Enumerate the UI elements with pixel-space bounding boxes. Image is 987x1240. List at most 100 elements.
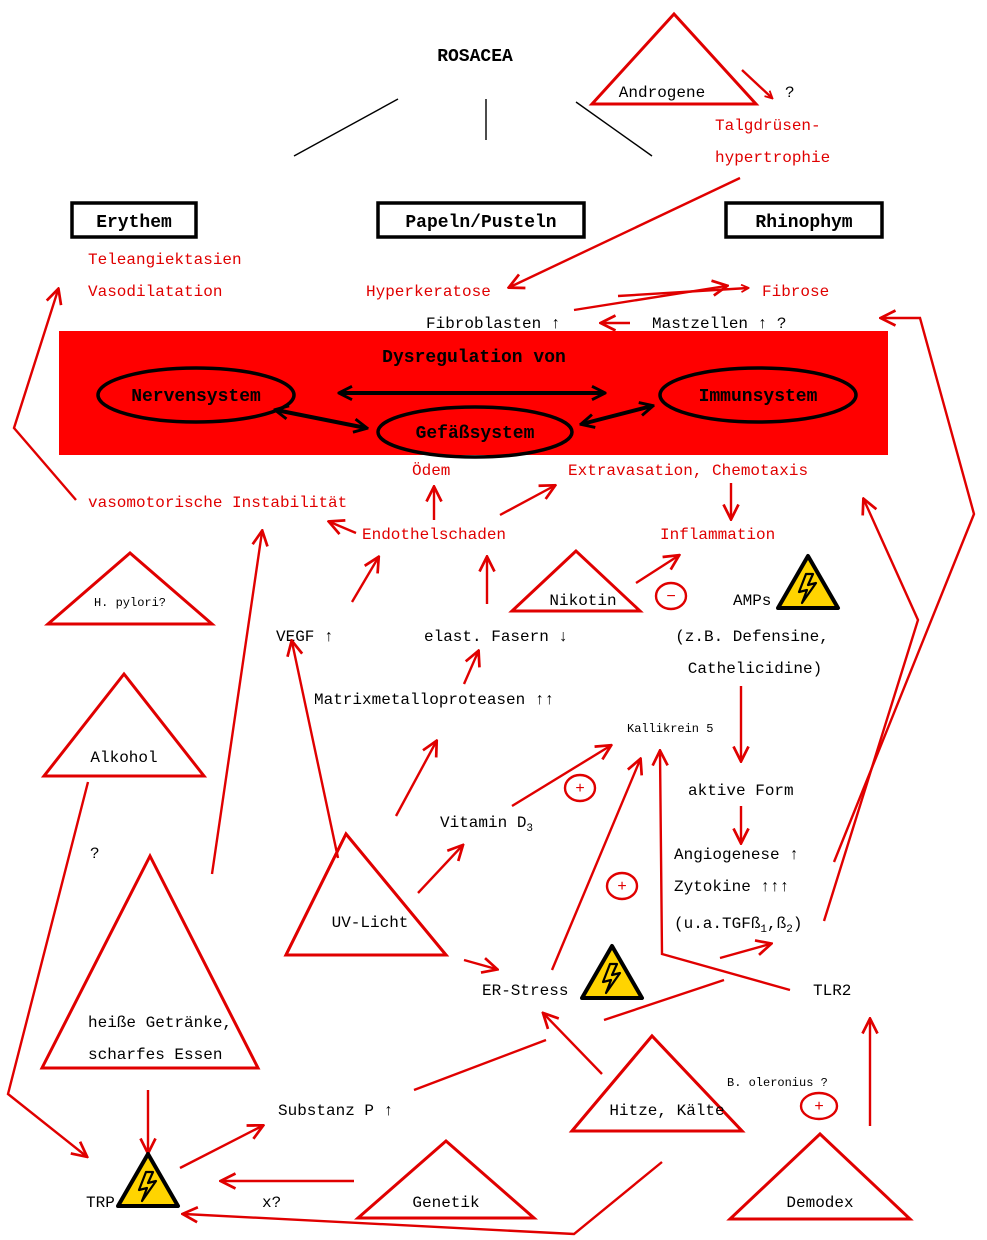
amps-label: AMPs	[733, 592, 771, 610]
arrow-alkohol-trp	[6, 781, 88, 1156]
arrow-hitze-trp	[184, 1161, 663, 1236]
x-question-label: x?	[262, 1194, 281, 1212]
heisse-getraenke-label-1: heiße Getränke,	[88, 1014, 232, 1032]
androgene-label: Androgene	[619, 84, 705, 102]
vasodilatation-label: Vasodilatation	[88, 283, 222, 301]
dysregulation-title: Dysregulation von	[382, 348, 566, 368]
gefaessystem-ellipse	[376, 405, 574, 459]
teleangiektasien-label: Teleangiektasien	[88, 251, 242, 269]
papeln-label: Papeln/Pusteln	[405, 213, 556, 233]
vitamin-d-label: Vitamin D3	[440, 814, 533, 835]
arrow-to-tgf	[719, 944, 770, 960]
extravasation-label: Extravasation, Chemotaxis	[568, 462, 808, 480]
h-pylori-triangle	[43, 551, 217, 626]
tgf-suffix: )	[793, 915, 803, 933]
tlr2-label: TLR2	[813, 982, 851, 1000]
line-substanz-up	[413, 1038, 547, 1092]
arrow-uv-mmp	[394, 742, 436, 817]
arrow-endothel-extravasation	[499, 486, 554, 517]
arrow-uv-vitd	[417, 846, 462, 894]
immunsystem-ellipse	[658, 366, 858, 424]
alkohol-label: Alkohol	[90, 749, 157, 767]
plus-sign-er: +	[617, 878, 627, 896]
talgdruesen-label-2: hypertrophie	[715, 149, 830, 167]
arrow-androgene-talg	[741, 69, 772, 98]
zytokine-label: Zytokine ↑↑↑	[674, 878, 789, 896]
erythem-box	[70, 201, 198, 239]
substanz-p-label: Substanz P ↑	[278, 1102, 393, 1120]
nikotin-label: Nikotin	[549, 592, 616, 610]
nervensystem-ellipse	[96, 366, 296, 424]
warning-lightning-icon	[580, 944, 644, 1000]
aktive-form-label: aktive Form	[688, 782, 794, 800]
arrow-uv-er	[463, 960, 496, 969]
nervensystem-label: Nervensystem	[131, 387, 261, 407]
minus-circle	[654, 581, 688, 611]
plus-sign-vitd: +	[575, 780, 585, 798]
arrow-vasomotorisch-vasodilatation	[12, 290, 77, 501]
mastzellen-label: Mastzellen ↑ ?	[652, 315, 786, 333]
trp-label: TRP	[86, 1194, 115, 1212]
tgf-mid: ,ß	[767, 915, 787, 933]
vegf-label: VEGF ↑	[276, 628, 334, 646]
fibroblasten-label: Fibroblasten ↑	[426, 315, 560, 333]
gefaessystem-label: Gefäßsystem	[416, 424, 535, 444]
alkohol-question: ?	[90, 845, 100, 863]
warning-lightning-icon	[776, 554, 840, 610]
kallikrein-label: Kallikrein 5	[627, 722, 713, 736]
plus-circle-er	[605, 871, 639, 901]
branch-line-erythem	[293, 98, 399, 157]
vitamin-d-subscript: 3	[526, 823, 533, 835]
uv-licht-triangle-outline	[283, 831, 450, 957]
inflammation-label: Inflammation	[660, 526, 775, 544]
minus-sign: −	[666, 588, 676, 606]
arrow-vegf-endothel	[350, 558, 378, 603]
papeln-box	[376, 201, 586, 239]
warning-lightning-icon	[116, 1152, 180, 1208]
androgene-question: ?	[785, 84, 795, 102]
hyperkeratose-label: Hyperkeratose	[366, 283, 491, 301]
hitze-kaelte-label: Hitze, Kälte	[609, 1102, 724, 1120]
fibrose-label: Fibrose	[762, 283, 829, 301]
arrow-er-kallikrein	[550, 760, 640, 971]
plus-circle-vitd	[563, 773, 597, 803]
immunsystem-label: Immunsystem	[699, 387, 818, 407]
elast-fasern-label: elast. Fasern ↓	[424, 628, 568, 646]
line-to-tlr	[603, 978, 725, 1022]
arrow-gefaess-immun	[582, 406, 652, 424]
amps-examples-2: Cathelicidine)	[688, 660, 822, 678]
arrow-hitze-er	[544, 1014, 603, 1075]
demodex-triangle	[726, 1131, 914, 1221]
genetik-label: Genetik	[412, 1194, 479, 1212]
arrow-tlr2-kallikrein	[660, 752, 791, 992]
plus-circle-demodex	[799, 1091, 839, 1121]
hitze-kaelte-outline	[568, 1033, 746, 1133]
arrow-angio-mastzellen	[832, 318, 976, 863]
angiogenese-label: Angiogenese ↑	[674, 846, 799, 864]
b-oleronius-label: B. oleronius ?	[727, 1076, 828, 1090]
heisse-getraenke-triangle	[39, 852, 261, 1070]
demodex-label: Demodex	[786, 1194, 853, 1212]
er-stress-label: ER-Stress	[482, 982, 568, 1000]
erythem-label: Erythem	[96, 213, 172, 233]
arrow-getraenke-vasomotorisch	[210, 532, 262, 875]
genetik-triangle	[354, 1139, 538, 1220]
mmp-label: Matrixmetalloproteasen ↑↑	[314, 691, 554, 709]
vasomotorisch-label: vasomotorische Instabilität	[88, 494, 347, 512]
tgf-label: (u.a.TGFß1,ß2)	[674, 915, 802, 936]
arrow-trp-substanz	[179, 1126, 262, 1170]
nikotin-triangle	[508, 548, 644, 613]
tgf-sub1: 1	[760, 924, 767, 936]
heisse-getraenke-label-2: scharfes Essen	[88, 1046, 222, 1064]
plus-sign-demodex: +	[814, 1098, 824, 1116]
rhinophym-box	[724, 201, 884, 239]
branch-line-rhinophym	[575, 101, 653, 157]
arrow-talg-hyperkeratose	[510, 176, 741, 287]
arrow-zytokine-extravasation	[822, 500, 920, 922]
h-pylori-label: H. pylori?	[94, 596, 166, 610]
arrow-nerv-gefaess	[276, 410, 366, 428]
arrow-uv-vegf	[292, 642, 340, 859]
uv-licht-label: UV-Licht	[332, 914, 409, 932]
androgene-triangle	[588, 11, 760, 106]
